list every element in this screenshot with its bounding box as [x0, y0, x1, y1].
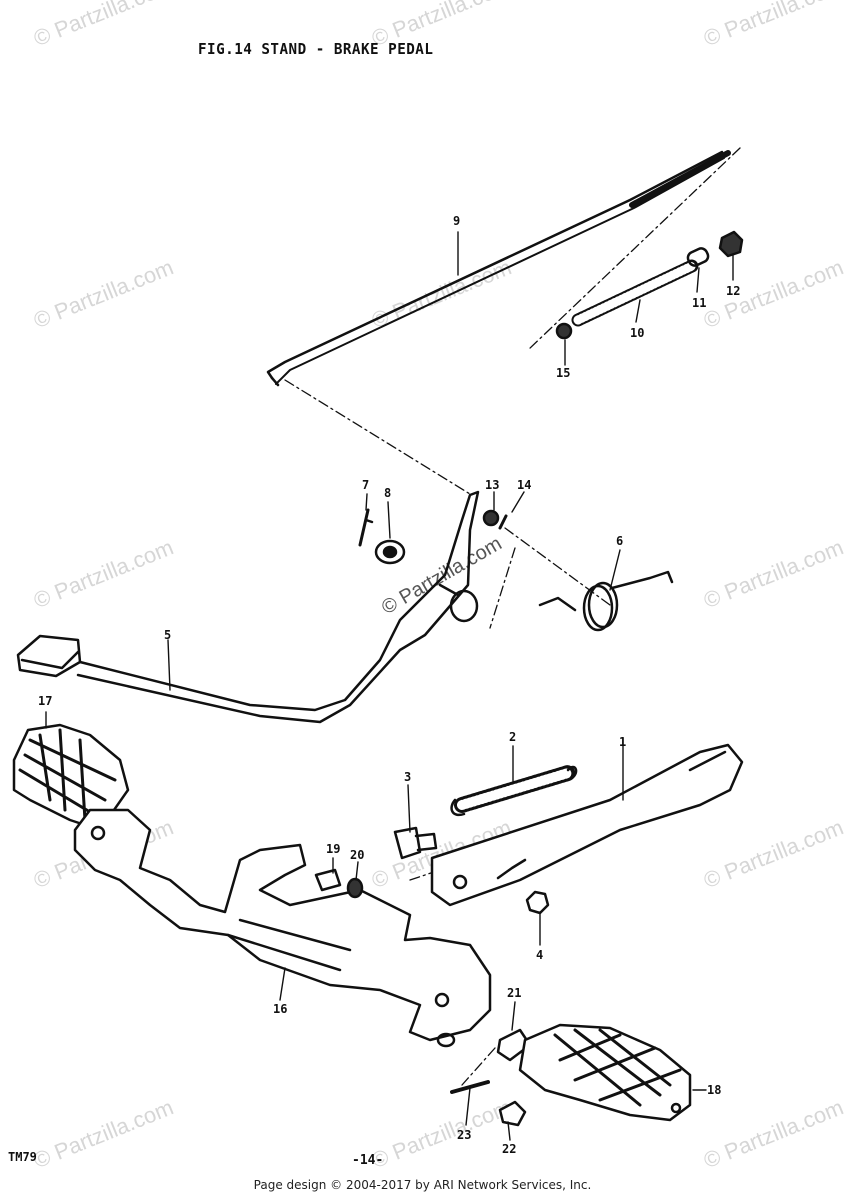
callout-3: 3: [404, 770, 412, 784]
part-11-joint: [686, 247, 710, 267]
part-4-nut: [525, 890, 550, 915]
callout-5: 5: [164, 628, 172, 642]
part-16-stand-bracket: [73, 808, 492, 1048]
part-10-spring: [571, 259, 699, 327]
callout-8: 8: [384, 486, 392, 500]
callout-6: 6: [616, 534, 624, 548]
part-12-nut: [718, 230, 744, 258]
figure-title: FIG.14 STAND - BRAKE PEDAL: [198, 40, 434, 58]
callout-7: 7: [362, 478, 370, 492]
diagram-code: TM79: [8, 1150, 37, 1164]
part-1-side-stand: [430, 743, 744, 907]
callout-9: 9: [453, 214, 461, 228]
part-7-pin: [358, 508, 370, 547]
callout-21: 21: [507, 986, 522, 1000]
part-13-washer: [482, 509, 500, 527]
part-19-bolt: [314, 868, 342, 892]
page-number: -14-: [352, 1153, 384, 1168]
part-18-footpeg: [518, 1023, 692, 1122]
part-22-cap: [498, 1100, 527, 1127]
part-17-footpeg: [12, 723, 130, 832]
part-3-bolt: [393, 826, 438, 860]
callout-12: 12: [726, 284, 741, 298]
callout-19: 19: [326, 842, 341, 856]
callout-4: 4: [536, 948, 544, 962]
page-footer: Page design © 2004-2017 by ARI Network S…: [253, 1178, 592, 1192]
part-8-washer: [374, 539, 406, 565]
part-20-washer: [346, 877, 364, 899]
callout-23: 23: [457, 1128, 472, 1142]
callout-17: 17: [38, 694, 53, 708]
part-5-brake-pedal: [16, 490, 480, 724]
part-2-spring: [450, 765, 578, 817]
callout-2: 2: [509, 730, 517, 744]
part-15-washer: [555, 322, 573, 340]
part-14-pin: [498, 514, 508, 530]
callout-11: 11: [692, 296, 707, 310]
part-6-spring: [538, 570, 674, 632]
part-23-pin: [450, 1080, 490, 1094]
callout-22: 22: [502, 1142, 517, 1156]
callout-15: 15: [556, 366, 571, 380]
callout-14: 14: [517, 478, 532, 492]
callout-20: 20: [350, 848, 365, 862]
callout-10: 10: [630, 326, 645, 340]
callout-13: 13: [485, 478, 500, 492]
part-9-brake-rod: [266, 150, 731, 387]
callout-18: 18: [707, 1083, 722, 1097]
callout-16: 16: [273, 1002, 288, 1016]
callout-1: 1: [619, 735, 627, 749]
part-21-clip: [496, 1028, 532, 1062]
